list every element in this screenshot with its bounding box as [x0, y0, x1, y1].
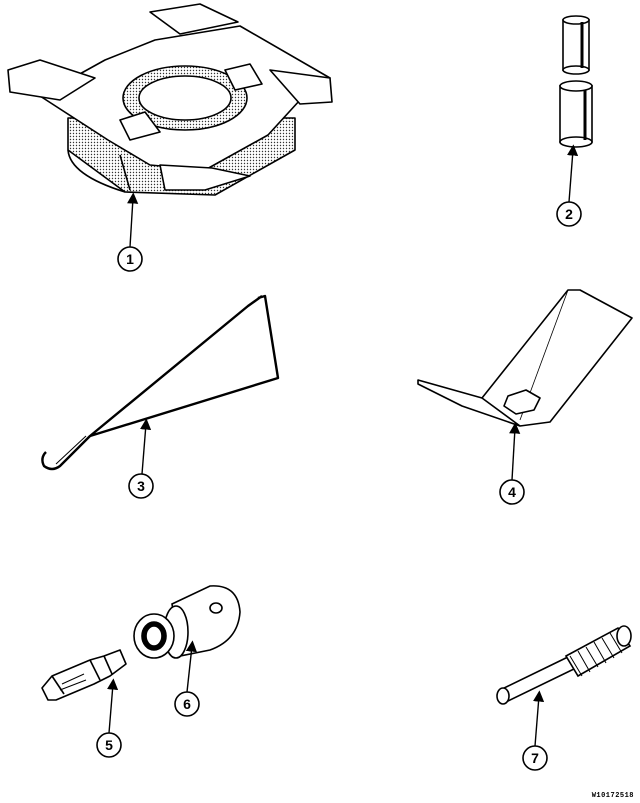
callout-leader-5 — [106, 678, 119, 734]
callout-5: 5 — [96, 732, 122, 758]
callout-leader-3 — [139, 418, 152, 475]
callout-label-4: 4 — [508, 484, 516, 500]
callout-leader-7 — [532, 690, 545, 747]
torx-bit-icon — [41, 649, 127, 701]
callout-leader-4 — [509, 422, 521, 481]
knurled-pin-tool-icon — [496, 625, 632, 705]
figure-code: W10172518 — [591, 792, 634, 800]
callout-2: 2 — [556, 201, 582, 227]
callout-label-1: 1 — [126, 251, 134, 267]
callout-label-6: 6 — [183, 696, 191, 712]
socket-adapter-icon — [133, 585, 241, 659]
callout-label-7: 7 — [531, 750, 539, 766]
spanner-wrench-tool-icon — [7, 3, 333, 196]
wire-hook-tool-icon — [41, 294, 280, 471]
callout-leader-6 — [185, 640, 197, 693]
callout-6: 6 — [174, 691, 200, 717]
callout-label-5: 5 — [105, 737, 113, 753]
hex-wrench-plate-icon — [417, 289, 633, 427]
callout-label-2: 2 — [565, 206, 573, 222]
callout-4: 4 — [499, 479, 525, 505]
callout-label-3: 3 — [137, 478, 145, 494]
callout-3: 3 — [128, 473, 154, 499]
callout-1: 1 — [117, 246, 143, 272]
tube-bushing-icon — [559, 15, 593, 148]
callout-leader-2 — [566, 144, 579, 203]
callout-leader-1 — [127, 192, 139, 248]
callout-7: 7 — [522, 745, 548, 771]
